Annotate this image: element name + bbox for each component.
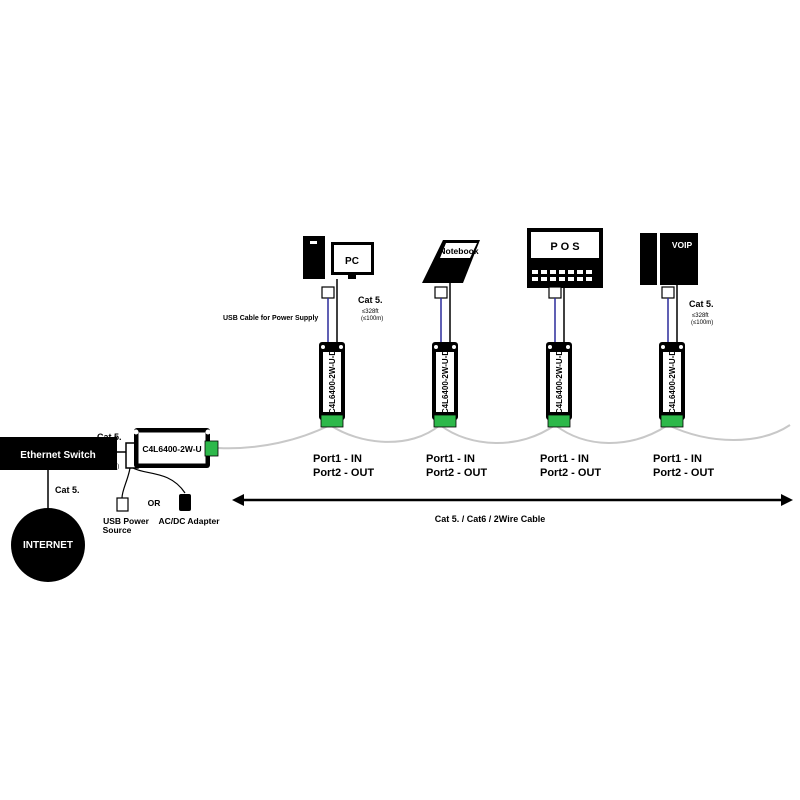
voip-screw-right <box>679 345 683 349</box>
ethernet-switch: Ethernet Switch <box>0 437 117 470</box>
usb-power-label-2: Source <box>103 525 132 535</box>
internet-label: INTERNET <box>23 540 73 551</box>
notebook-remote-unit: C4L6400-2W-U-D <box>432 283 458 428</box>
pos-keypad <box>532 270 592 281</box>
voip-label: VOIP <box>672 240 693 250</box>
notebook-remote-label: C4L6400-2W-U-D <box>441 350 450 415</box>
port1-label-pc: Port1 - IN <box>313 453 362 465</box>
notebook-screw-left <box>434 345 438 349</box>
notebook-green-connector <box>433 414 457 428</box>
pc-cat-label: Cat 5. <box>358 295 383 305</box>
pc-screw-left <box>321 345 325 349</box>
adapter-label: AC/DC Adapter <box>158 516 220 526</box>
pos-device: P O S <box>527 228 603 288</box>
port1-label-notebook: Port1 - IN <box>426 453 475 465</box>
port2-label-pc: Port2 - OUT <box>313 467 374 479</box>
voip-remote-label: C4L6400-2W-U-D <box>668 350 677 415</box>
pc-green-connector <box>320 414 344 428</box>
internet-node: INTERNET <box>11 508 85 582</box>
main-unit-label: C4L6400-2W-U <box>142 444 201 454</box>
pc-remote-label: C4L6400-2W-U-D <box>328 350 337 415</box>
main-cat-label: Cat 5. <box>97 432 122 442</box>
voip-device: VOIP <box>640 233 698 285</box>
pc-usb-cable-label: USB Cable for Power Supply <box>223 315 318 322</box>
pc-label: PC <box>345 256 359 267</box>
voip-remote-face <box>663 352 681 412</box>
voip-cat-label: Cat 5. <box>689 299 714 309</box>
pc-remote-face <box>323 352 341 412</box>
voip-green-connector <box>660 414 684 428</box>
pos-remote-face <box>550 352 568 412</box>
port2-label-notebook: Port2 - OUT <box>426 467 487 479</box>
usb-plug <box>116 497 129 512</box>
pc-dist-1: ≤328ft <box>362 309 379 315</box>
notebook-device: Notebook <box>422 240 480 283</box>
pc-dist-2: (≤100m) <box>361 316 383 322</box>
pos-remote-label: C4L6400-2W-U-D <box>555 350 564 415</box>
pc-remote-unit: C4L6400-2W-U-D <box>319 279 345 428</box>
pos-screw-right <box>566 345 570 349</box>
notebook-label: Notebook <box>439 246 478 256</box>
port1-label-pos: Port1 - IN <box>540 453 589 465</box>
ethernet-switch-label: Ethernet Switch <box>20 450 96 461</box>
switch-cat-label: Cat 5. <box>55 485 80 495</box>
main-dist-2: (≤100m) <box>97 464 119 470</box>
pos-remote-unit: C4L6400-2W-U-D <box>546 286 572 428</box>
port2-label-pos: Port2 - OUT <box>540 467 601 479</box>
pos-green-connector <box>547 414 571 428</box>
notebook-screw-right <box>452 345 456 349</box>
pos-label: P O S <box>550 241 579 253</box>
pc-screw-right <box>339 345 343 349</box>
adapter-plug <box>179 494 191 511</box>
pc-device: PC <box>303 236 374 279</box>
port1-label-voip: Port1 - IN <box>653 453 702 465</box>
usb-power-cable <box>121 467 131 499</box>
notebook-remote-face <box>436 352 454 412</box>
main-dist-1: ≤328ft <box>99 457 116 463</box>
cable-span-arrow <box>232 494 793 506</box>
pos-screw-left <box>548 345 552 349</box>
voip-screw-left <box>661 345 665 349</box>
port2-label-voip: Port2 - OUT <box>653 467 714 479</box>
voip-remote-unit: C4L6400-2W-U-D <box>659 285 685 428</box>
main-green-connector <box>204 440 219 457</box>
or-label: OR <box>148 498 161 508</box>
cable-type-label: Cat 5. / Cat6 / 2Wire Cable <box>435 514 545 524</box>
usb-power-label-1: USB Power <box>103 516 150 526</box>
voip-dist-1: ≤328ft <box>692 313 709 319</box>
main-extender-unit: C4L6400-2W-U <box>125 428 219 469</box>
voip-dist-2: (≤100m) <box>691 320 713 326</box>
adapter-cable <box>132 467 186 494</box>
